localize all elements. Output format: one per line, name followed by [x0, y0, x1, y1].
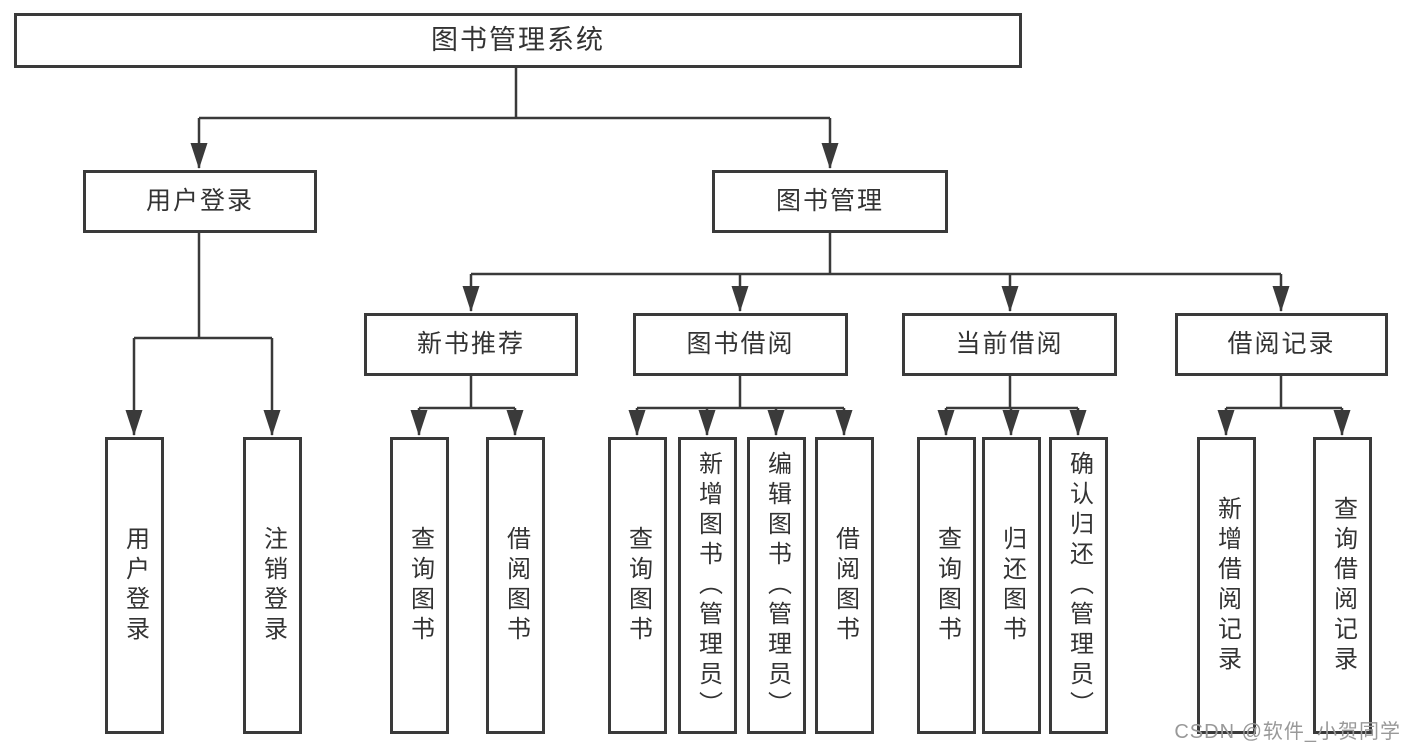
leaf-search-books-borrow: 查询图书 — [608, 437, 667, 734]
leaf-user-login: 用户登录 — [105, 437, 164, 734]
leaf-search-books-recommend: 查询图书 — [390, 437, 449, 734]
node-book-management: 图书管理 — [712, 170, 948, 233]
node-user-login: 用户登录 — [83, 170, 317, 233]
leaf-borrow-books-recommend: 借阅图书 — [486, 437, 545, 734]
node-current-borrowing: 当前借阅 — [902, 313, 1117, 376]
node-borrowing-records: 借阅记录 — [1175, 313, 1388, 376]
leaf-edit-book-admin: 编辑图书（管理员） — [747, 437, 806, 734]
leaf-search-borrow-record: 查询借阅记录 — [1313, 437, 1372, 734]
leaf-borrow-books-borrow: 借阅图书 — [815, 437, 874, 734]
node-library-management-system: 图书管理系统 — [14, 13, 1022, 68]
node-book-borrowing: 图书借阅 — [633, 313, 848, 376]
leaf-add-book-admin: 新增图书（管理员） — [678, 437, 737, 734]
csdn-watermark: CSDN @软件_小贺同学 — [1174, 721, 1401, 743]
leaf-logout: 注销登录 — [243, 437, 302, 734]
node-new-book-recommendation: 新书推荐 — [364, 313, 578, 376]
leaf-add-borrow-record: 新增借阅记录 — [1197, 437, 1256, 734]
leaf-return-books: 归还图书 — [982, 437, 1041, 734]
leaf-search-books-current: 查询图书 — [917, 437, 976, 734]
leaf-confirm-return-admin: 确认归还（管理员） — [1049, 437, 1108, 734]
